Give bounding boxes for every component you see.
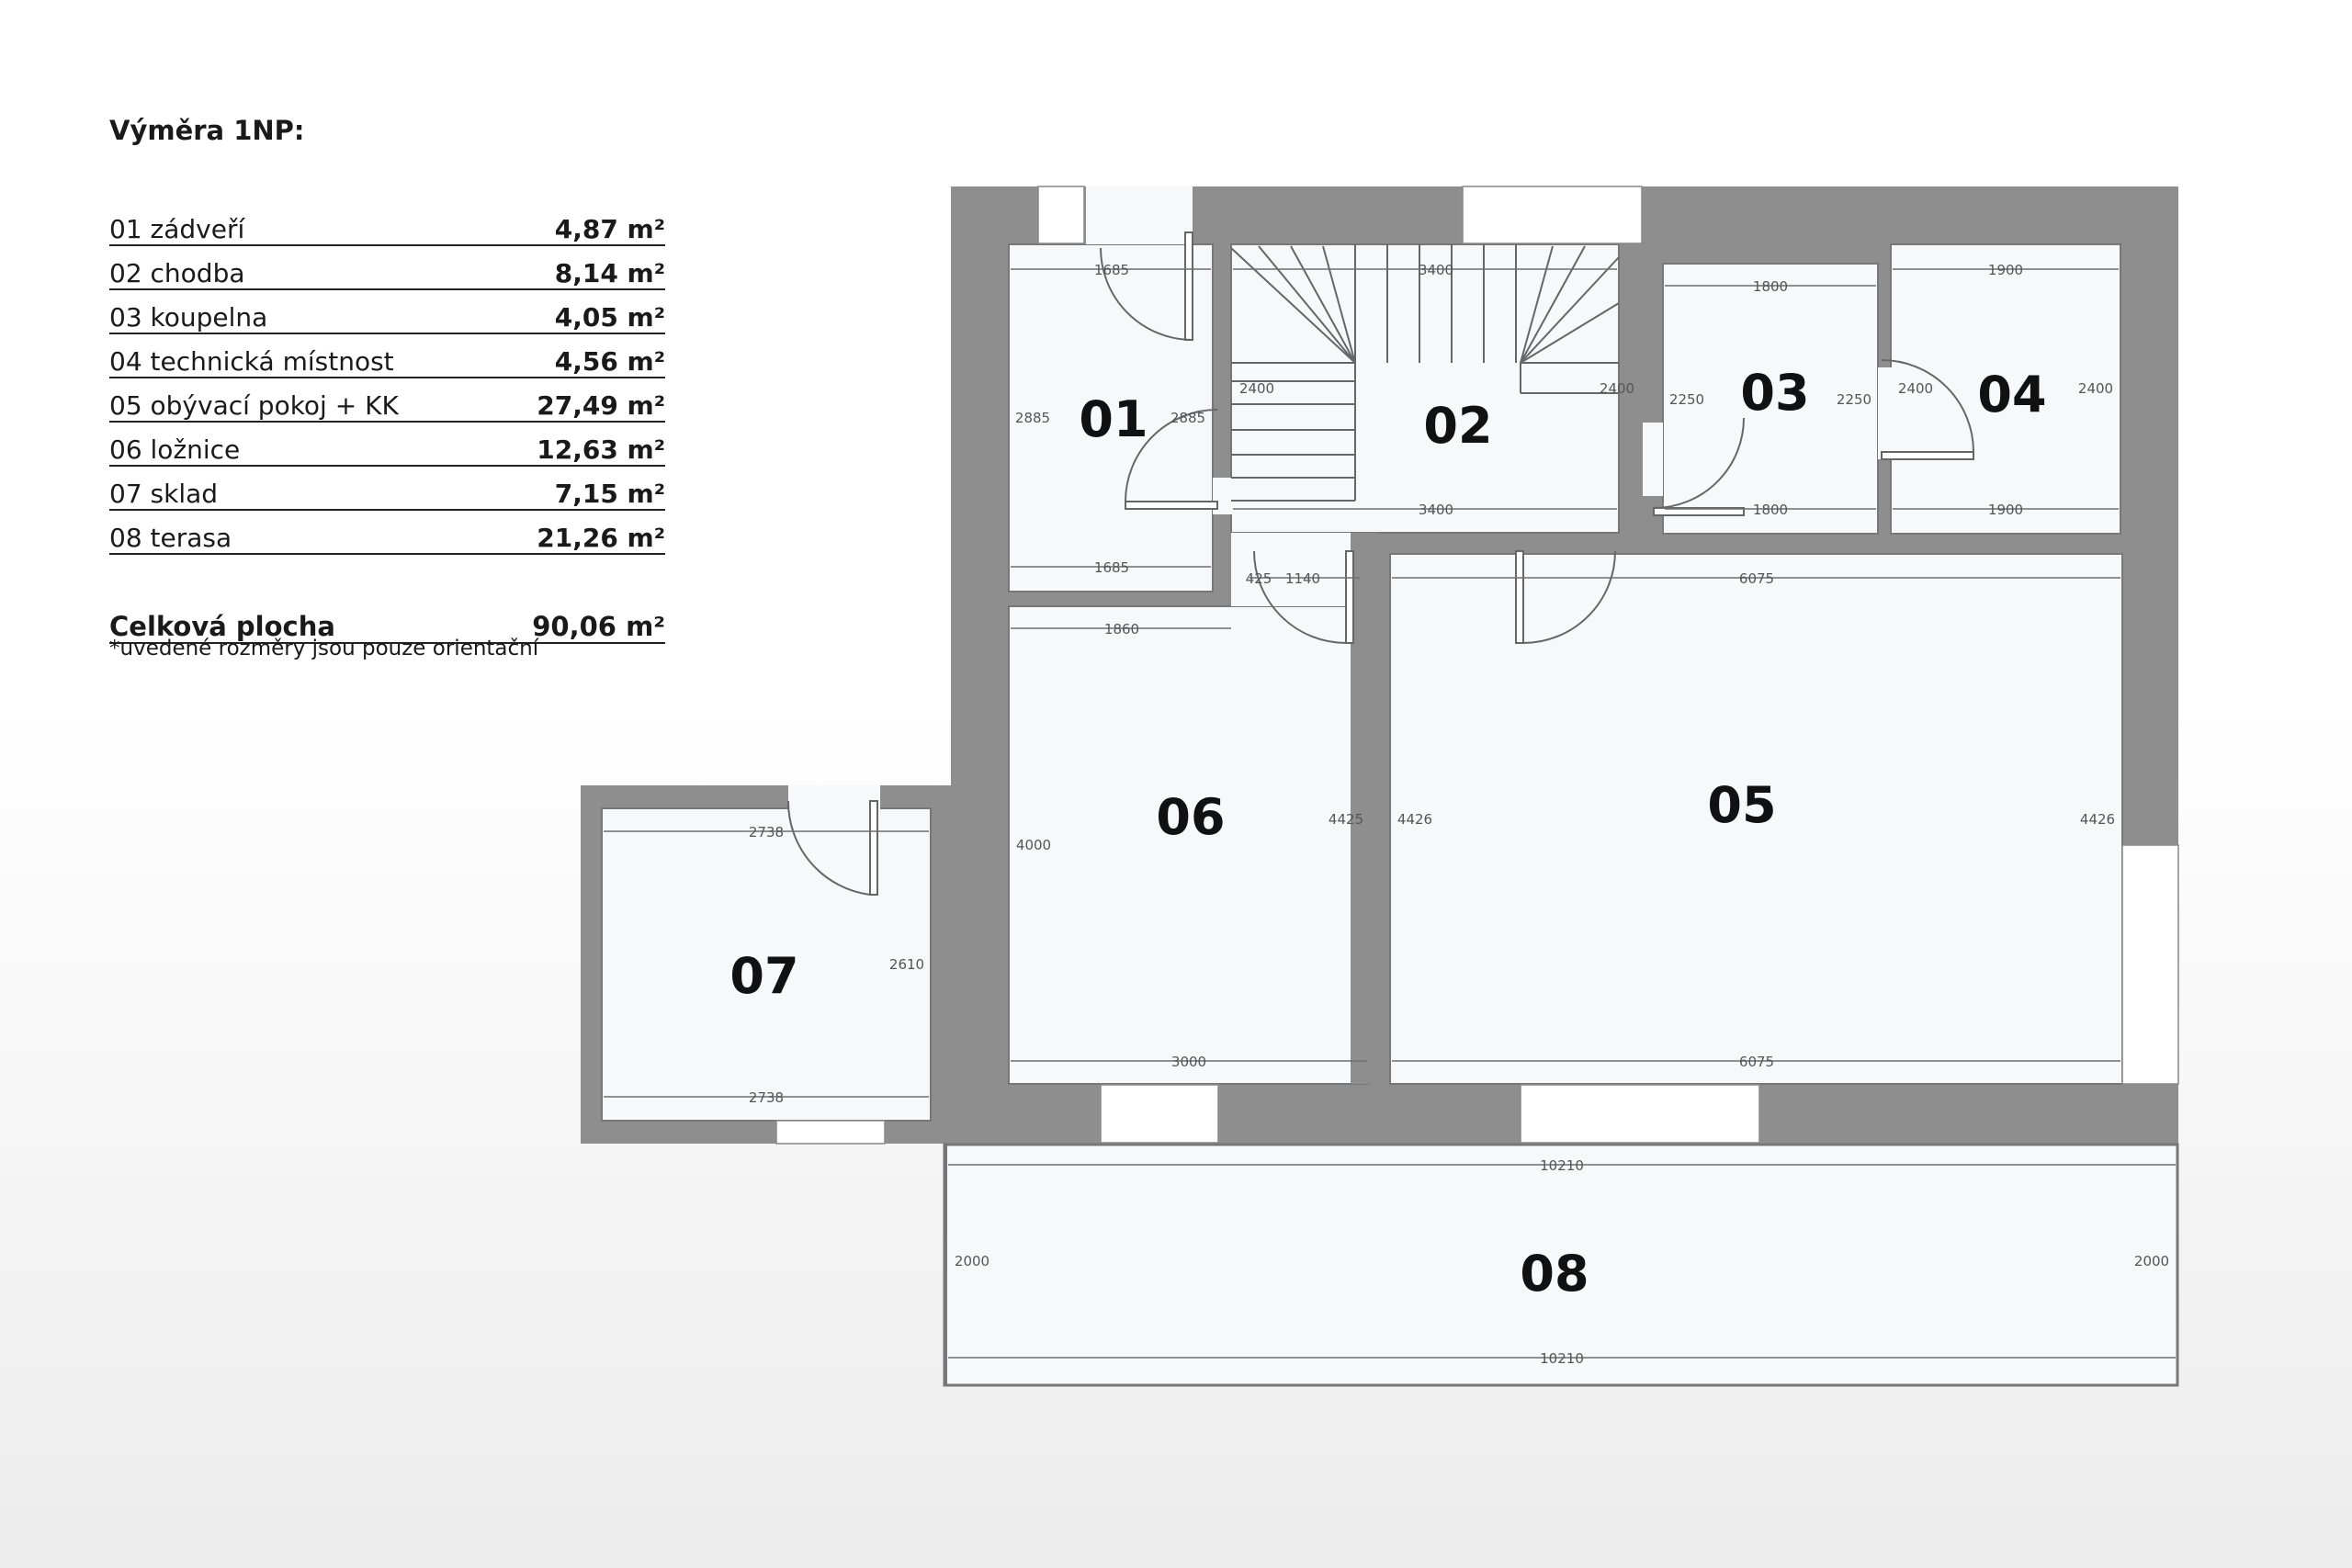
room-area: 12,63 m² [537,434,665,465]
dim-label: 1685 [1094,559,1129,576]
room-name: 06 ložnice [109,434,241,465]
room-label-02: 02 [1423,397,1492,455]
dim-label: 2738 [749,824,784,840]
room-label-05: 05 [1707,776,1776,834]
dim-label: 4000 [1016,837,1051,853]
room-name: 02 chodba [109,258,245,288]
legend-row: 05 obývací pokoj + KK 27,49 m² [109,378,665,423]
legend-row: 04 technická místnost 4,56 m² [109,334,665,378]
room-name: 08 terasa [109,523,232,553]
windows [775,186,2179,1145]
room-02-floor [1230,243,1620,534]
dim-label: 3000 [1171,1054,1206,1070]
room-area: 7,15 m² [554,479,665,509]
dim-label: 6075 [1739,570,1774,587]
room-area: 4,05 m² [554,302,665,333]
room-name: 01 zádveří [109,214,245,244]
room-label-04: 04 [1977,366,2046,423]
dim-label: 4426 [2080,811,2115,828]
legend-rows: 01 zádveří 4,87 m² 02 chodba 8,14 m² 03 ko… [109,202,665,555]
dim-label: 4425 [1329,811,1363,828]
room-labels: 01 02 03 04 05 06 07 08 [729,364,2046,1303]
dim-label: 2250 [1669,391,1704,408]
dim-label: 2000 [2134,1253,2169,1269]
legend-row: 02 chodba 8,14 m² [109,246,665,290]
dim-label: 2250 [1837,391,1871,408]
room-area: 27,49 m² [537,390,665,421]
partition-wall [1351,533,1378,1084]
dim-label: 1140 [1285,570,1320,587]
legend-row: 03 koupelna 4,05 m² [109,290,665,334]
room-label-07: 07 [729,947,798,1005]
dim-label: 2000 [955,1253,989,1269]
window [1037,186,1085,244]
dim-label: 3400 [1419,262,1453,278]
room-06-floor [1008,605,1370,1085]
legend-title: Výměra 1NP: [109,115,305,146]
terrace-outline [943,1143,2179,1387]
dim-label: 1900 [1988,502,2023,518]
dim-label: 1685 [1094,262,1129,278]
room-name: 05 obývací pokoj + KK [109,390,399,421]
dim-label: 2738 [749,1089,784,1106]
dim-label: 1800 [1753,278,1788,295]
legend-row: 07 sklad 7,15 m² [109,467,665,511]
window [2121,844,2179,1085]
room-name: 03 koupelna [109,302,268,333]
total-label: Celková plocha [109,611,335,642]
dim-label: 2400 [1239,380,1274,397]
dim-label: 2610 [889,956,924,973]
total-value: 90,06 m² [532,611,665,642]
room-04-floor [1890,243,2121,535]
window [775,1120,886,1145]
room-label-08: 08 [1520,1245,1589,1303]
dim-label: 2400 [1600,380,1634,397]
legend-row: 01 zádveří 4,87 m² [109,202,665,246]
dim-label: 10210 [1540,1350,1584,1367]
dimension-lines [604,268,2176,1359]
legend-total: Celková plocha 90,06 m² [109,600,665,644]
room-area: 8,14 m² [554,258,665,288]
window [1520,1084,1760,1144]
room-label-01: 01 [1079,390,1148,448]
legend-row: 08 terasa 21,26 m² [109,511,665,555]
room-area: 4,87 m² [554,214,665,244]
dimension-labels: 1685 1685 2885 2885 3400 3400 2400 2400 … [749,262,2169,1367]
room-label-06: 06 [1156,788,1225,846]
hall-passage [1231,533,1351,606]
staircase [1230,244,1620,502]
room-area: 4,56 m² [554,346,665,377]
room-floors [601,243,2178,1386]
room-08-floor [945,1144,2178,1386]
room-area: 21,26 m² [537,523,665,553]
dim-label: 425 [1246,570,1272,587]
room-05-floor [1389,553,2123,1085]
dim-label: 1900 [1988,262,2023,278]
dim-label: 4426 [1397,811,1432,828]
dim-label: 2400 [1898,380,1933,397]
dim-label: 1860 [1104,621,1139,637]
dim-label: 2400 [2078,380,2113,397]
dim-label: 2885 [1170,410,1205,426]
legend-note: *uvedené rozměry jsou pouze orientační [109,637,539,660]
window [1100,1084,1219,1144]
dim-label: 1800 [1753,502,1788,518]
room-name: 04 technická místnost [109,346,394,377]
dim-label: 2885 [1015,410,1050,426]
doors [786,231,1974,896]
room-label-03: 03 [1740,364,1809,422]
room-name: 07 sklad [109,479,219,509]
dim-label: 3400 [1419,502,1453,518]
window [1462,186,1643,244]
dim-label: 10210 [1540,1157,1584,1174]
legend-row: 06 ložnice 12,63 m² [109,423,665,467]
dim-label: 6075 [1739,1054,1774,1070]
